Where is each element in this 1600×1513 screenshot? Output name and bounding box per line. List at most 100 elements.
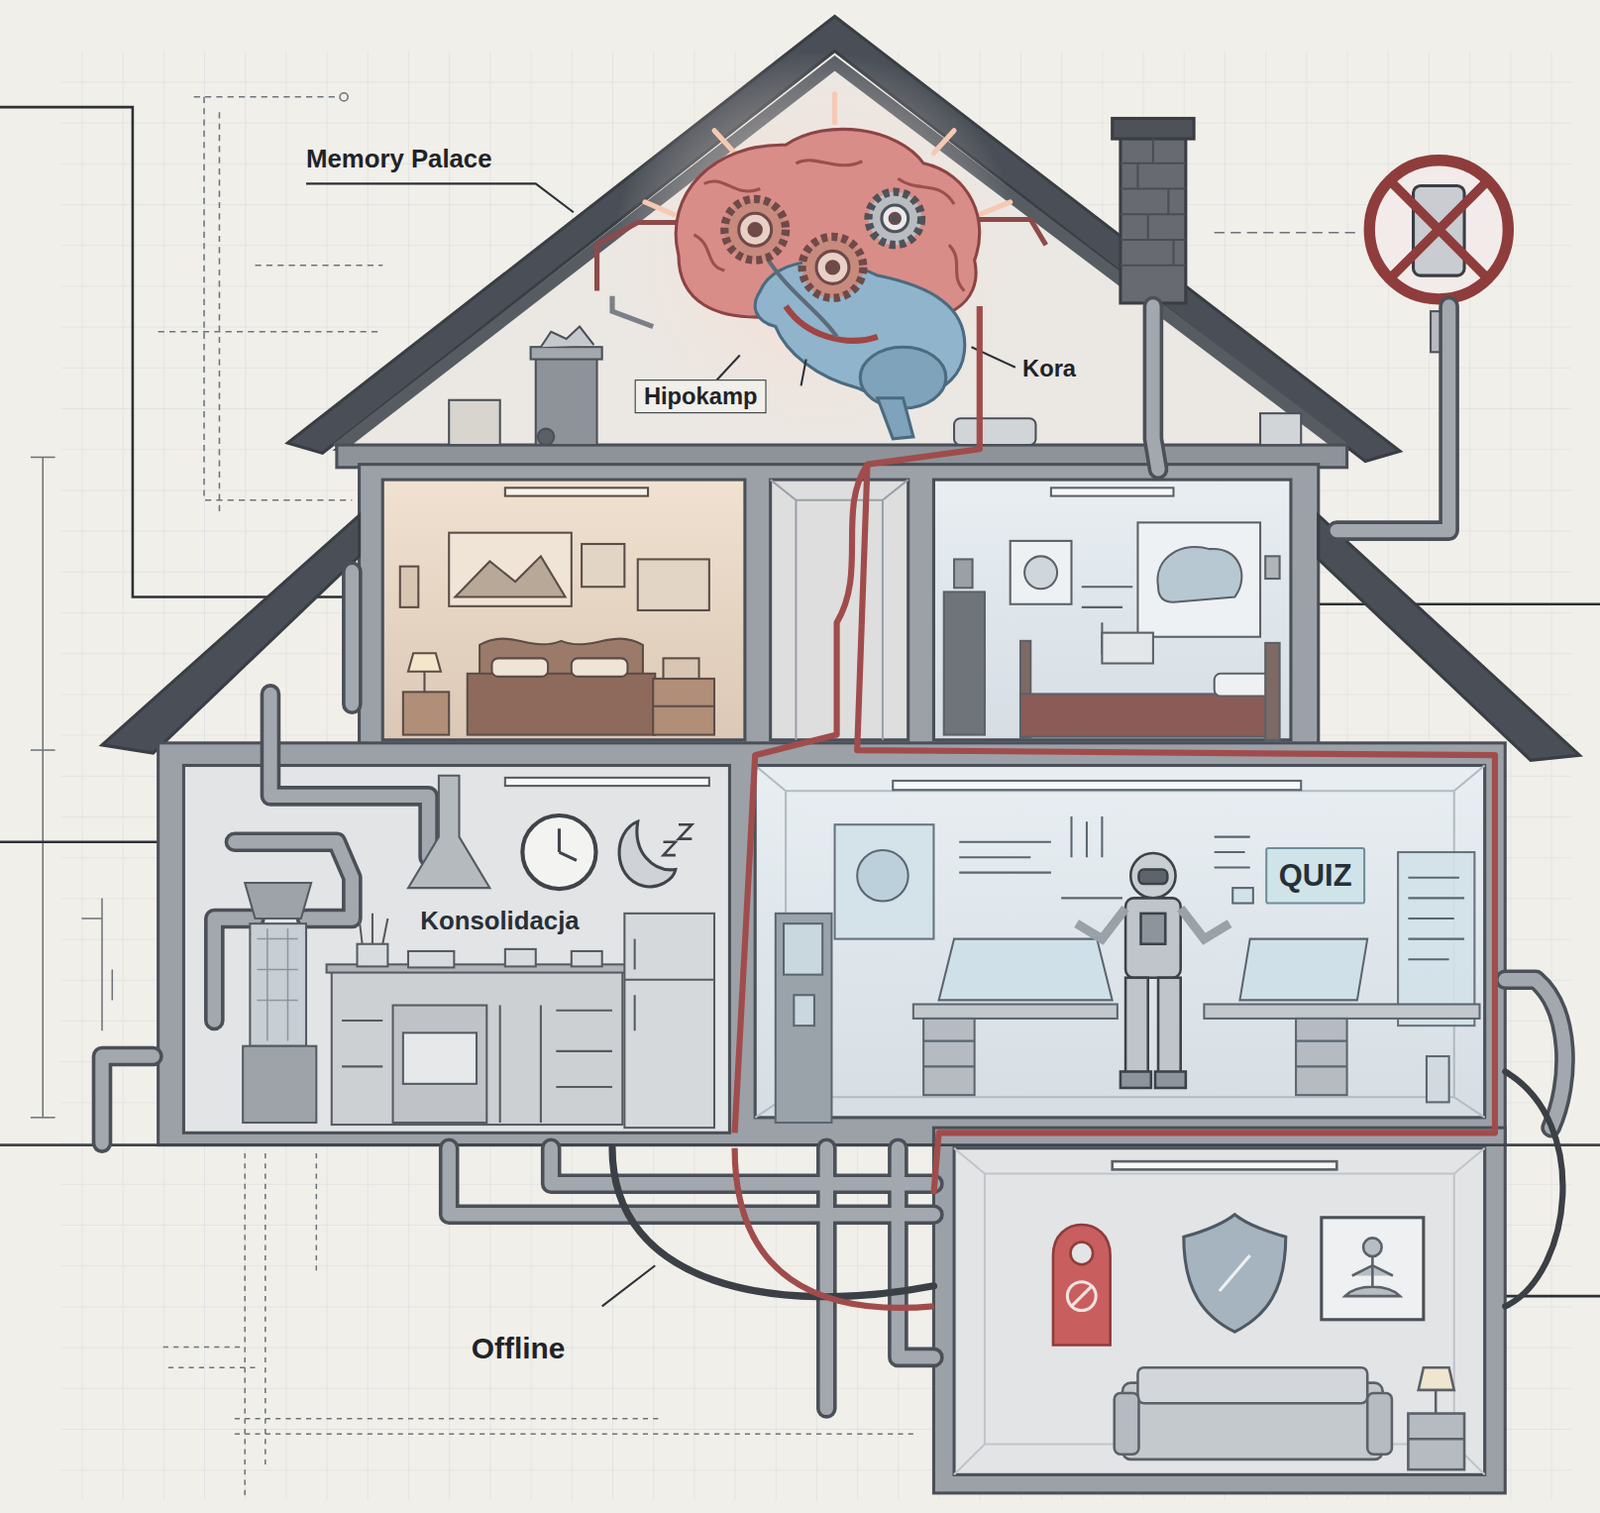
bedroom-part xyxy=(403,691,449,735)
kitchen-part xyxy=(242,1046,317,1123)
office-part xyxy=(923,1041,975,1067)
office xyxy=(775,780,1481,1123)
kitchen-part xyxy=(393,1005,488,1123)
office-part xyxy=(1295,1018,1348,1095)
label-leaders-part xyxy=(714,354,741,383)
pipes-part-part xyxy=(1153,306,1159,470)
pipes-part xyxy=(1504,1071,1563,1307)
blueprint-lines-part xyxy=(1214,231,1358,234)
kitchen-room: Konsolidacja xyxy=(183,765,730,1134)
basement-part xyxy=(954,1148,1486,1476)
basement-interior-part xyxy=(1345,1257,1401,1296)
study-room xyxy=(944,487,1280,740)
blueprint-lines-part xyxy=(41,456,44,1117)
blueprint-lines-part xyxy=(81,897,112,1031)
chimney-part xyxy=(1112,117,1194,139)
study-room-part xyxy=(1214,673,1272,697)
pipes-part-part xyxy=(1336,306,1449,532)
bedroom-part xyxy=(581,543,625,587)
basement-part xyxy=(954,1148,1486,1476)
kitchen-part xyxy=(359,913,389,945)
blueprint-lines-part xyxy=(30,748,56,751)
red-cables xyxy=(735,306,1495,1308)
basement-interior-part xyxy=(1407,1437,1465,1441)
gears-part xyxy=(826,261,839,274)
astronaut-part xyxy=(1155,1071,1186,1088)
gears-part xyxy=(748,223,761,236)
gears-part xyxy=(868,192,923,246)
bedroom-part xyxy=(652,678,715,736)
kitchen-part xyxy=(408,775,490,888)
office-part xyxy=(1397,852,1475,1026)
office-part xyxy=(1239,939,1368,1001)
wing-roofs-part xyxy=(1318,515,1581,760)
bedroom-part xyxy=(467,673,656,736)
bedroom-part xyxy=(491,657,548,677)
brain-glow-part-part xyxy=(933,130,955,154)
study-room-part xyxy=(1020,693,1277,737)
lower-floor-part xyxy=(183,765,730,1134)
attic-items-part xyxy=(540,326,595,348)
title-label: Memory Palace xyxy=(306,144,493,173)
kitchen-part xyxy=(331,969,624,1126)
chimney-part xyxy=(1120,138,1186,266)
pipes-part-part xyxy=(341,571,363,705)
pipes-part xyxy=(612,1148,934,1297)
brain-illustration-part xyxy=(675,128,980,320)
basement-interior-part xyxy=(1418,1367,1455,1390)
roof-part xyxy=(287,15,1400,461)
basement-interior-part xyxy=(1367,1392,1392,1455)
label-leaders-part xyxy=(602,1265,656,1306)
lower-floor-part xyxy=(754,765,1485,1118)
study-room-part xyxy=(944,591,985,735)
pipes-part-part xyxy=(1504,979,1565,1128)
bedroom-part xyxy=(400,566,420,608)
office-part xyxy=(939,939,1113,1001)
gears xyxy=(724,192,922,299)
office-part xyxy=(892,780,1301,790)
bedroom-part xyxy=(571,657,629,677)
brain-glow-part-part xyxy=(644,202,674,214)
node-text: QUIZ xyxy=(1279,857,1353,893)
kitchen-part xyxy=(634,939,637,970)
attic-items-part xyxy=(537,428,554,445)
kitchen-part xyxy=(357,944,389,967)
attic-items-part xyxy=(954,418,1036,445)
bedroom-part xyxy=(652,705,715,708)
office-part xyxy=(1407,877,1465,960)
gears-part xyxy=(881,205,909,232)
red-cables-part xyxy=(735,1148,935,1308)
basement-interior-part xyxy=(1069,1242,1093,1266)
attic-items-part xyxy=(531,346,603,359)
brain-illustration-part xyxy=(785,306,878,341)
pipes-part-part xyxy=(1336,306,1449,532)
astronaut-part xyxy=(1138,869,1168,884)
no-phone-sign-part xyxy=(1392,183,1486,276)
gears-part xyxy=(802,236,864,299)
bedroom-part xyxy=(448,533,572,607)
kitchen xyxy=(242,775,715,1128)
study-room-part xyxy=(1265,555,1280,579)
office-part xyxy=(1232,887,1254,903)
quiz-sign: QUIZ xyxy=(1265,847,1366,905)
office-part xyxy=(1426,1056,1450,1102)
astronaut-part xyxy=(1125,977,1149,1075)
astronaut xyxy=(1076,853,1231,1088)
grid-background-part xyxy=(61,51,1572,1501)
basement-interior-part xyxy=(1407,1413,1465,1471)
bedroom-part xyxy=(663,657,700,679)
kitchen-part xyxy=(663,824,693,855)
bedroom-part xyxy=(505,487,648,496)
bedroom-part xyxy=(454,555,565,597)
study-room-part xyxy=(1010,540,1072,605)
kitchen-part xyxy=(341,1005,613,1123)
ground-line-part xyxy=(0,1143,1600,1147)
blueprint-lines-part xyxy=(30,1116,56,1119)
pipes-part-part xyxy=(897,1148,934,1358)
study-room-part xyxy=(1137,522,1261,637)
pipes-part xyxy=(102,306,1566,1408)
blueprint-lines-part xyxy=(339,93,348,102)
astronaut-part xyxy=(1158,977,1181,1075)
